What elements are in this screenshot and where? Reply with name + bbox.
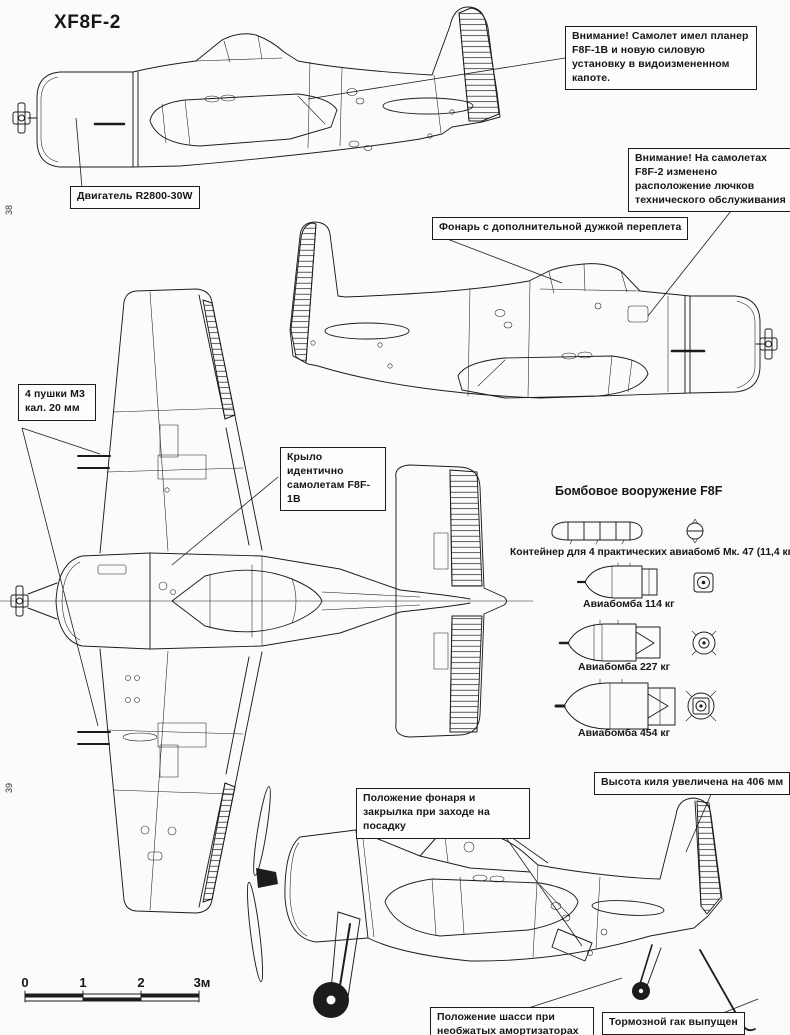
side-view-middle [289, 221, 778, 399]
side-view-landing [246, 786, 756, 1032]
side-view-top [12, 6, 501, 168]
scale-tick-0: 0 [21, 975, 29, 990]
callout-fin-height: Высота киля увеличена на 406 мм [594, 772, 790, 795]
bomb-114-drawing [576, 562, 714, 599]
scale-tick-3: 3м [193, 975, 211, 990]
callout-guns: 4 пушки М3 кал. 20 мм [18, 384, 96, 421]
page-title: XF8F-2 [54, 12, 121, 33]
callout-approach: Положение фонаря и закрылка при заходе н… [356, 788, 530, 839]
callout-airframe-note: Внимание! Самолет имел планер F8F-1B и н… [565, 26, 757, 91]
leader-lines [21, 57, 759, 1014]
bomb-114-label: Авиабомба 114 кг [583, 598, 675, 610]
bomb-227-label: Авиабомба 227 кг [578, 661, 671, 673]
armament-section-title: Бомбовое вооружение F8F [555, 484, 723, 498]
page-number-top: 38 [4, 205, 14, 216]
scale-bar [24, 990, 200, 1003]
bomb-227-drawing [558, 619, 717, 662]
callout-wing: Крыло идентично самолетам F8F-1B [280, 447, 386, 512]
callout-engine: Двигатель R2800-30W [70, 186, 200, 209]
plan-view [0, 288, 534, 914]
bomb-container-drawing [551, 518, 704, 545]
callout-hook: Тормозной гак выпущен [602, 1012, 745, 1035]
bomb-container-label: Контейнер для 4 практических авиабомб Мк… [510, 547, 790, 558]
scale-tick-1: 1 [79, 975, 87, 990]
callout-hatches-note: Внимание! На самолетах F8F-2 изменено ра… [628, 148, 790, 213]
bomb-454-label: Авиабомба 454 кг [578, 727, 671, 739]
scale-tick-2: 2 [137, 975, 145, 990]
bomb-454-drawing [554, 678, 717, 730]
callout-gear: Положение шасси при необжатых амортизато… [430, 1007, 594, 1035]
callout-canopy: Фонарь с дополнительной дужкой переплета [432, 217, 689, 240]
page-number-bottom: 39 [4, 783, 14, 794]
